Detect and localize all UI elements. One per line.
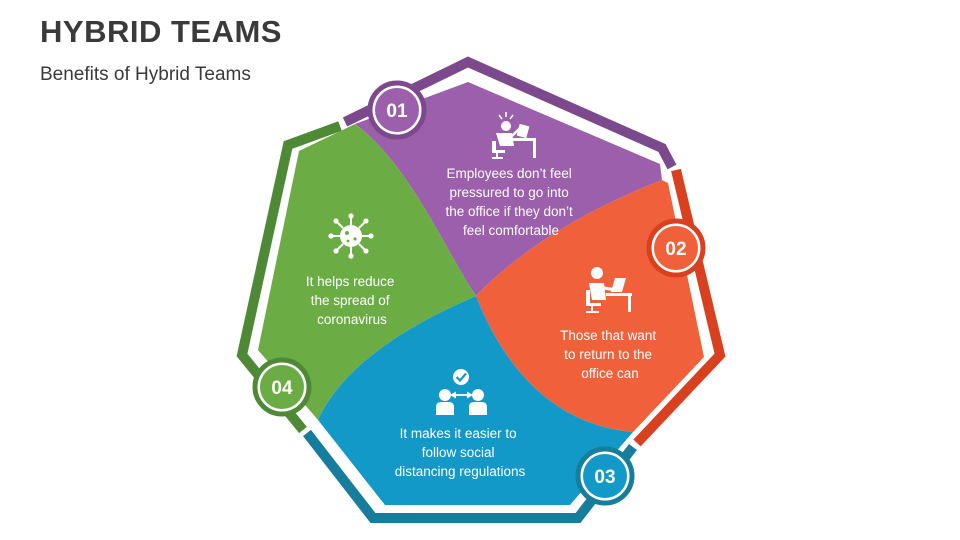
page-subtitle: Benefits of Hybrid Teams <box>40 64 251 85</box>
segment-01-shape <box>355 82 662 296</box>
segment-04-text: It helps reduce the spread of coronaviru… <box>306 274 398 327</box>
badge-04-number: 04 <box>271 378 293 399</box>
social-distancing-icon <box>436 369 487 415</box>
stressed-worker-at-desk-icon <box>492 112 536 159</box>
segment-03-text: It makes it easier to follow social dist… <box>395 426 526 479</box>
segment-02-text: Those that want to return to the office … <box>560 328 660 381</box>
badge-01: 01 <box>367 80 427 140</box>
badge-04: 04 <box>252 357 312 417</box>
coronavirus-icon <box>328 213 374 259</box>
badge-03-number: 03 <box>594 467 615 488</box>
segment-01-text: Employees don’t feel pressured to go int… <box>445 166 576 238</box>
segment-04-shape <box>258 124 476 420</box>
badge-02: 02 <box>646 218 706 278</box>
page-title: HYBRID TEAMS <box>40 14 282 49</box>
badge-03: 03 <box>575 446 635 506</box>
person-at-desk-with-laptop-icon <box>586 267 632 313</box>
badge-02-number: 02 <box>665 239 686 260</box>
badge-01-number: 01 <box>386 101 408 122</box>
segment-03-shape <box>318 296 633 505</box>
